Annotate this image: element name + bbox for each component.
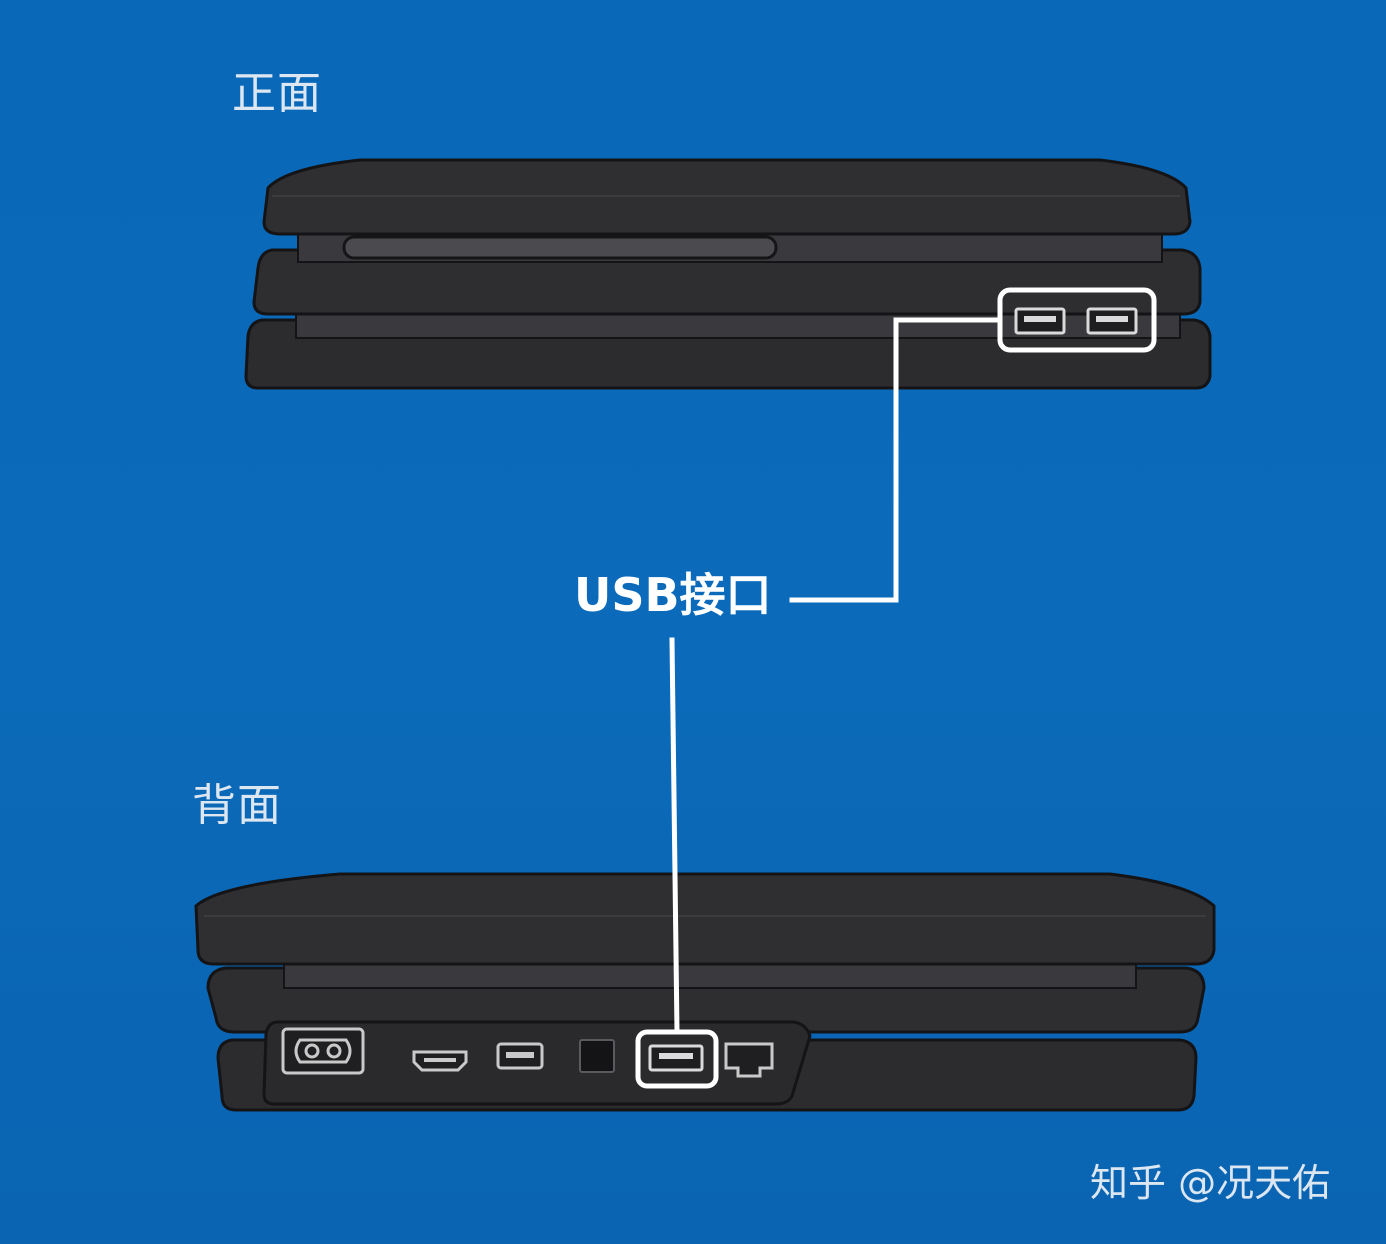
front-usb-ports [1014, 307, 1138, 335]
usb-port-icon [648, 1044, 704, 1072]
console-front [244, 158, 1212, 390]
front-view-label: 正面 [232, 68, 322, 119]
callout-line-front [789, 317, 1003, 603]
back-view-label: 背面 [192, 780, 282, 831]
console-back-top-layer [194, 872, 1216, 966]
watermark: 知乎 @况天佑 [1090, 1161, 1331, 1205]
disc-slot-icon [342, 235, 778, 260]
callout-line-back [669, 637, 680, 1035]
optical-audio-port-icon [579, 1039, 615, 1073]
power-socket-icon [281, 1027, 365, 1075]
callout-lines [669, 317, 1003, 1035]
ethernet-port-icon [724, 1042, 774, 1078]
console-front-middle-layer [252, 248, 1202, 316]
console-back [194, 872, 1216, 1112]
usb-port-callout-label: USB接口 [574, 568, 772, 622]
hdmi-port-icon [412, 1050, 468, 1072]
aux-port-icon [496, 1042, 544, 1070]
